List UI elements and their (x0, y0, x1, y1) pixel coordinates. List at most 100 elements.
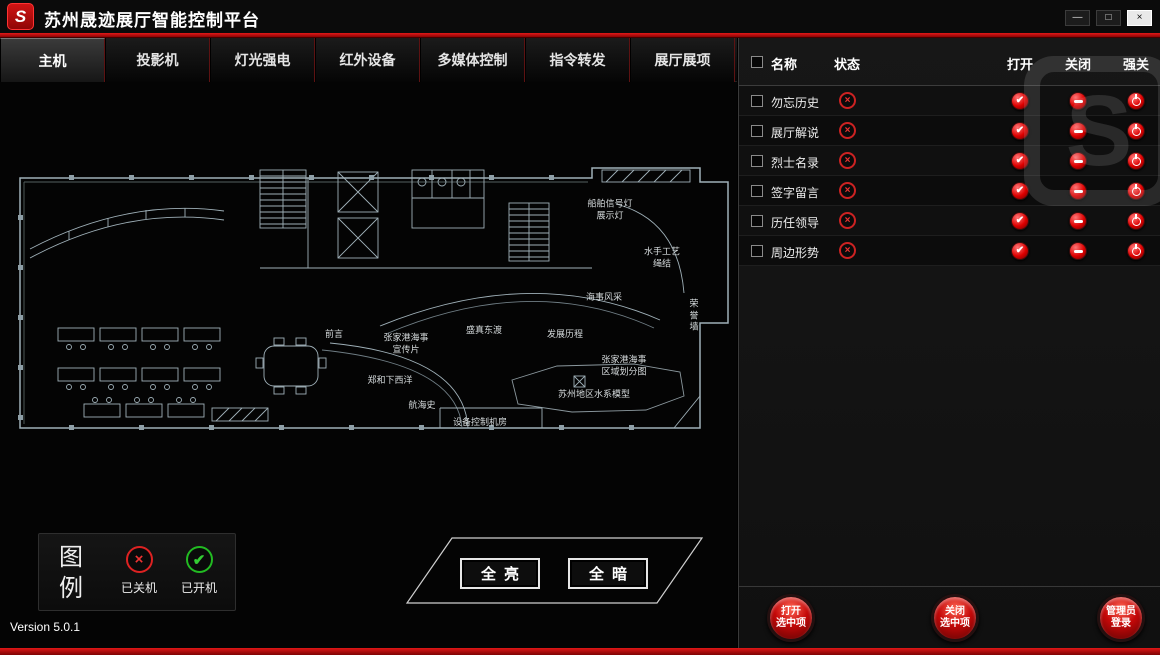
room-label-equipment-room: 设备控制机房 (452, 417, 508, 428)
bottom-red-strip (0, 648, 1160, 655)
close-device-button[interactable] (1069, 152, 1087, 170)
force-off-button[interactable] (1127, 242, 1145, 260)
maximize-button[interactable]: □ (1096, 10, 1121, 26)
tab-bar: 主机 投影机 灯光强电 红外设备 多媒体控制 指令转发 展厅展项 (0, 38, 737, 82)
room-label-sailor-knots: 水手工艺 绳结 (643, 246, 681, 268)
window-controls: — □ × (1065, 10, 1152, 26)
admin-login-button[interactable]: 管理员 登录 (1097, 594, 1145, 642)
power-icon (1131, 126, 1141, 136)
table-row: 签字留言 × ✔ (739, 176, 1160, 206)
room-label-foreword: 前言 (324, 329, 344, 340)
tab-hall-exhibits[interactable]: 展厅展项 (630, 38, 735, 82)
row-checkbox[interactable] (751, 215, 763, 227)
force-off-button[interactable] (1127, 92, 1145, 110)
minus-icon (1073, 219, 1083, 223)
table-row: 勿忘历史 × ✔ (739, 86, 1160, 116)
close-device-button[interactable] (1069, 242, 1087, 260)
room-label-ship-signal-lights: 船舶信号灯 展示灯 (587, 198, 633, 220)
force-off-button[interactable] (1127, 122, 1145, 140)
device-name: 展厅解说 (771, 126, 820, 140)
open-device-button[interactable]: ✔ (1011, 92, 1029, 110)
room-label-zone-map: 张家港海事 区域划分图 (601, 354, 647, 376)
device-panel: S 名称 状态 打开 关闭 强关 勿忘历史 × ✔ 展厅解说 × ✔ 烈士名录 (738, 38, 1160, 648)
room-label-development-history: 发展历程 (546, 329, 584, 340)
column-status: 状态 (834, 57, 861, 72)
minus-icon (1073, 99, 1083, 103)
all-dark-button[interactable]: 全暗 (568, 558, 648, 589)
tab-projector[interactable]: 投影机 (105, 38, 210, 82)
device-name: 签字留言 (771, 186, 820, 200)
table-row: 烈士名录 × ✔ (739, 146, 1160, 176)
row-checkbox[interactable] (751, 125, 763, 137)
power-icon (1131, 96, 1141, 106)
open-device-button[interactable]: ✔ (1011, 242, 1029, 260)
room-label-maritime-style: 海事风采 (585, 292, 623, 303)
room-label-promo-video: 张家港海事 宣传片 (383, 332, 429, 354)
select-all-checkbox[interactable] (751, 56, 763, 68)
device-name: 勿忘历史 (771, 96, 820, 110)
room-label-water-system-model: 苏州地区水系模型 (557, 389, 631, 400)
legend-item-off: × 已关机 (109, 546, 169, 596)
device-name: 周边形势 (771, 246, 820, 260)
close-device-button[interactable] (1069, 182, 1087, 200)
force-off-button[interactable] (1127, 212, 1145, 230)
column-force: 强关 (1123, 57, 1150, 72)
close-device-button[interactable] (1069, 92, 1087, 110)
close-selected-button[interactable]: 关闭 选中项 (931, 594, 979, 642)
tab-lighting-power[interactable]: 灯光强电 (210, 38, 315, 82)
room-label-eastward-voyage: 盛真东渡 (465, 325, 503, 336)
force-off-button[interactable] (1127, 152, 1145, 170)
minimize-button[interactable]: — (1065, 10, 1090, 26)
tab-multimedia[interactable]: 多媒体控制 (420, 38, 525, 82)
device-name: 历任领导 (771, 216, 820, 230)
open-device-button[interactable]: ✔ (1011, 122, 1029, 140)
room-label-navigation-history: 航海史 (408, 400, 436, 411)
minus-icon (1073, 189, 1083, 193)
column-name: 名称 (771, 57, 798, 72)
open-device-button[interactable]: ✔ (1011, 212, 1029, 230)
legend-on-label: 已开机 (180, 581, 217, 595)
close-button[interactable]: × (1127, 10, 1152, 26)
minus-icon (1073, 159, 1083, 163)
legend-item-on: ✔ 已开机 (169, 546, 229, 596)
device-name: 烈士名录 (771, 156, 820, 170)
legend-box: 图 例 × 已关机 ✔ 已开机 (38, 533, 236, 611)
row-checkbox[interactable] (751, 185, 763, 197)
floor-plan: 船舶信号灯 展示灯 水手工艺 绳结 海事风采 荣 誉 墙 前言 张家港海事 宣传… (12, 158, 734, 458)
room-label-zhenghe-voyages: 郑和下西洋 (367, 375, 413, 386)
app-logo-icon: S (7, 3, 34, 30)
open-device-button[interactable]: ✔ (1011, 182, 1029, 200)
table-row: 周边形势 × ✔ (739, 236, 1160, 266)
minus-icon (1073, 129, 1083, 133)
minus-icon (1073, 249, 1083, 253)
table-row: 展厅解说 × ✔ (739, 116, 1160, 146)
force-off-button[interactable] (1127, 182, 1145, 200)
open-selected-button[interactable]: 打开 选中项 (767, 594, 815, 642)
status-off-icon: × (839, 92, 856, 109)
close-device-button[interactable] (1069, 122, 1087, 140)
column-open: 打开 (1007, 57, 1034, 72)
status-off-icon: × (839, 182, 856, 199)
power-icon (1131, 186, 1141, 196)
device-table-header: 名称 状态 打开 关闭 强关 (739, 38, 1160, 86)
open-device-button[interactable]: ✔ (1011, 152, 1029, 170)
close-device-button[interactable] (1069, 212, 1087, 230)
tab-infrared[interactable]: 红外设备 (315, 38, 420, 82)
floor-plan-drawing (18, 167, 729, 430)
tab-host[interactable]: 主机 (0, 38, 105, 82)
row-checkbox[interactable] (751, 95, 763, 107)
parallelogram-outline (405, 537, 704, 604)
powered-on-icon: ✔ (185, 546, 213, 573)
status-off-icon: × (839, 152, 856, 169)
tab-command-forward[interactable]: 指令转发 (525, 38, 630, 82)
legend-title: 图 例 (59, 544, 83, 603)
main-area: 船舶信号灯 展示灯 水手工艺 绳结 海事风采 荣 誉 墙 前言 张家港海事 宣传… (0, 82, 737, 648)
status-off-icon: × (839, 212, 856, 229)
power-icon (1131, 246, 1141, 256)
device-table: 勿忘历史 × ✔ 展厅解说 × ✔ 烈士名录 × ✔ 签字留言 × ✔ (739, 86, 1160, 266)
status-off-icon: × (839, 242, 856, 259)
row-checkbox[interactable] (751, 155, 763, 167)
all-bright-button[interactable]: 全亮 (460, 558, 540, 589)
app-title: 苏州晟迹展厅智能控制平台 (44, 11, 260, 30)
row-checkbox[interactable] (751, 245, 763, 257)
